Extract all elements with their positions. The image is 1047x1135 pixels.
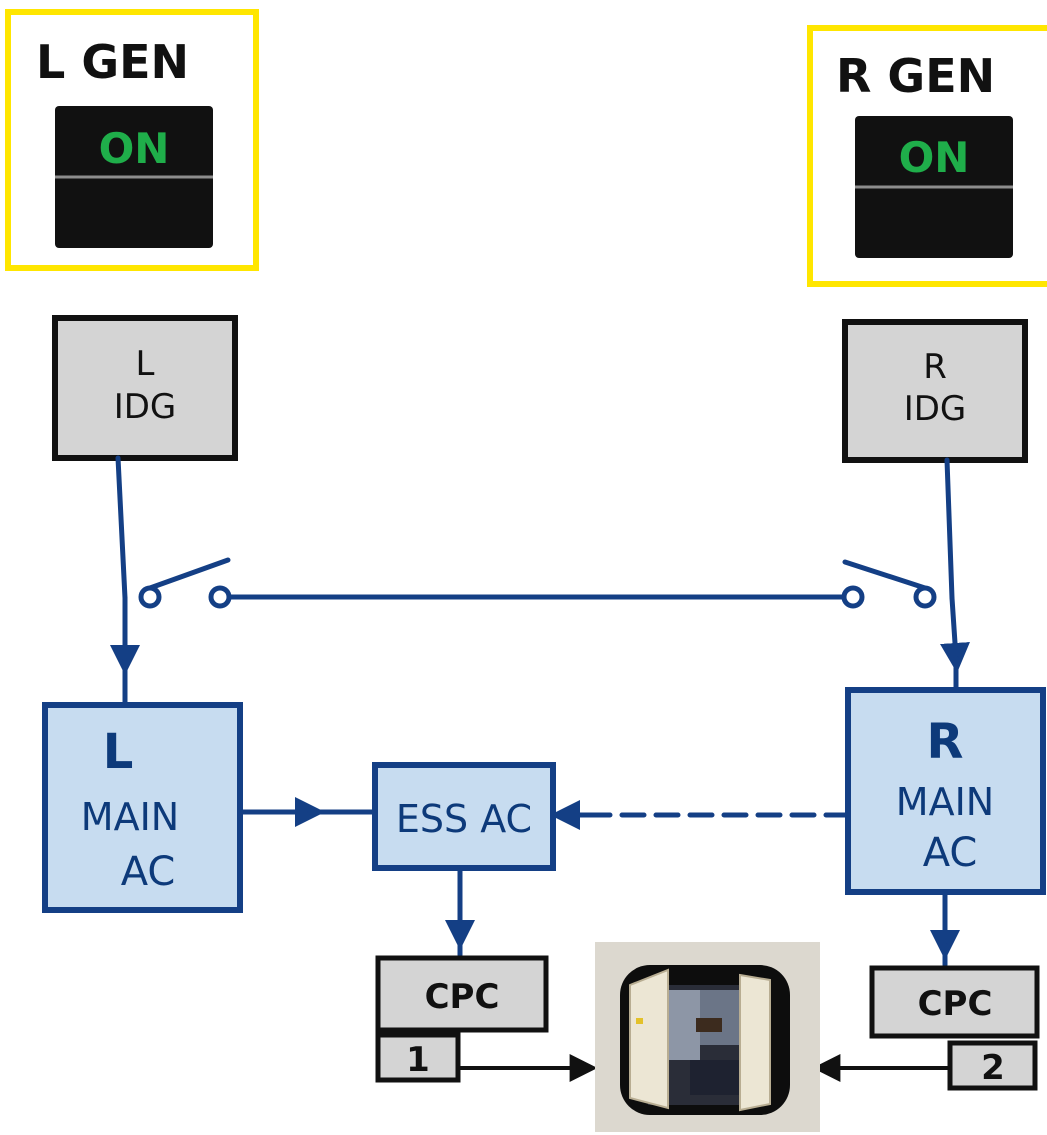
left-gen-title: L GEN xyxy=(36,35,189,89)
left-gen-switch[interactable]: ON xyxy=(55,106,213,248)
ess-ac-bus: ESS AC xyxy=(372,762,556,871)
right-main-ac-bus: R MAIN AC xyxy=(845,687,1046,895)
right-main-feed-wire xyxy=(940,595,970,673)
left-contactor-blade xyxy=(147,557,231,591)
right-gen-switch[interactable]: ON xyxy=(855,116,1013,258)
cpc-2-box: CPC 2 xyxy=(869,965,1040,1091)
right-idg-line2: IDG xyxy=(904,389,967,429)
left-idg-wire xyxy=(115,455,128,601)
cpc-1-box: CPC 1 xyxy=(375,955,549,1083)
right-idg-line1: R xyxy=(923,347,947,387)
cpc-2-number: 2 xyxy=(981,1048,1005,1088)
left-gen-panel: L GEN ON xyxy=(5,9,259,271)
left-gen-on-label: ON xyxy=(99,124,170,173)
right-gen-title: R GEN xyxy=(836,49,995,103)
right-contactor-blade xyxy=(842,559,928,591)
left-main-ac-line1: L xyxy=(103,724,134,780)
right-gen-on-label: ON xyxy=(899,133,970,182)
right-contactor-terminal-a xyxy=(841,585,865,609)
right-main-ac-line1: R xyxy=(927,714,964,770)
ess-ac-label: ESS AC xyxy=(396,797,532,841)
left-idg-box: L IDG xyxy=(52,315,238,461)
left-idg-line2: IDG xyxy=(114,387,177,427)
cpc-2-label: CPC xyxy=(918,984,993,1024)
left-main-ac-line3: AC xyxy=(121,849,176,895)
cargo-door-photo-icon xyxy=(595,942,820,1132)
right-main-ac-line2: MAIN xyxy=(896,780,994,824)
cpc-1-number: 1 xyxy=(406,1040,430,1080)
left-main-ac-bus: L MAIN AC xyxy=(42,702,243,913)
right-idg-box: R IDG xyxy=(842,319,1028,463)
left-contactor-terminal-a xyxy=(138,585,162,609)
right-idg-wire xyxy=(944,457,955,601)
left-main-ac-line2: MAIN xyxy=(81,795,179,839)
wiring xyxy=(110,455,970,968)
right-contactor-terminal-b xyxy=(913,585,937,609)
cpc-1-label: CPC xyxy=(425,977,500,1017)
right-main-ac-line3: AC xyxy=(923,830,978,876)
right-gen-panel: R GEN ON xyxy=(807,25,1047,287)
left-idg-line1: L xyxy=(136,344,155,384)
left-contactor-terminal-b xyxy=(208,585,232,609)
